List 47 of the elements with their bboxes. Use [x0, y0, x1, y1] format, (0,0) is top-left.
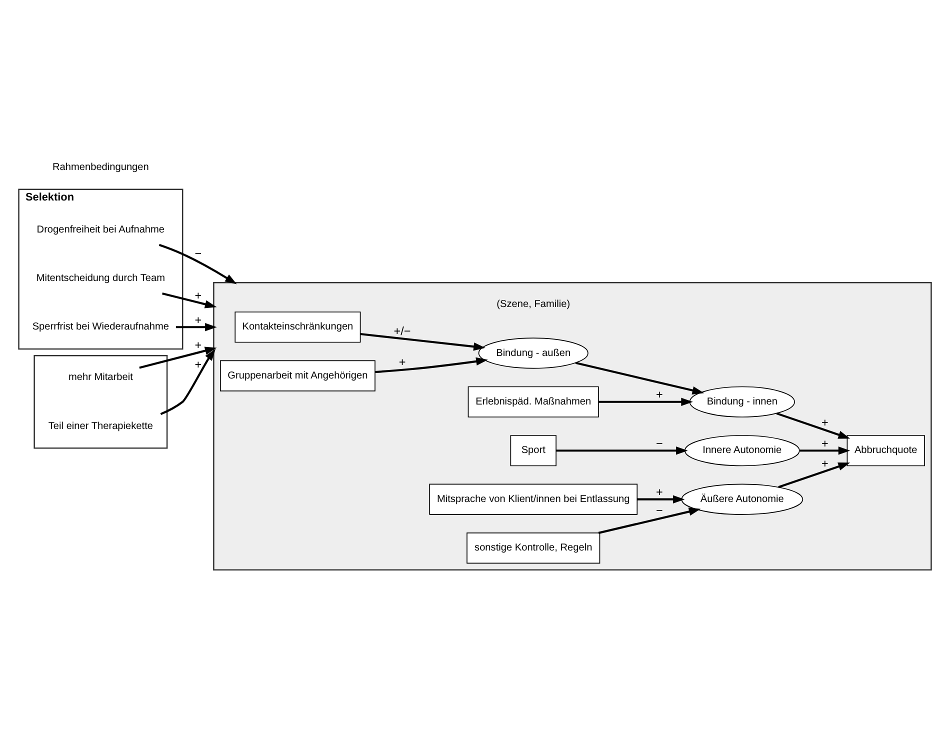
edge-label: + [194, 339, 202, 352]
edge-label: + [822, 437, 828, 450]
node-box: Mitsprache von Klient/innen bei Entlassung [429, 484, 638, 515]
node-ellipse: Innere Autonomie [684, 435, 800, 466]
arrow [139, 346, 217, 369]
edge-label: +/− [394, 324, 411, 338]
node-box: sonstige Kontrolle, Regeln [466, 532, 600, 564]
edge-label: − [656, 437, 663, 450]
node-box: Gruppenarbeit mit Angehörigen [220, 360, 376, 392]
edge-label: + [656, 486, 663, 500]
arrow [575, 362, 704, 394]
edge-label: + [822, 416, 828, 430]
cluster [34, 355, 168, 449]
arrow [160, 348, 216, 416]
node-ellipse: Bindung - außen [478, 338, 588, 369]
node-box: Sport [510, 435, 556, 466]
node-text: Teil einer Therapiekette [48, 420, 153, 432]
arrow [162, 292, 217, 308]
arrow [598, 508, 701, 534]
arrow [778, 462, 850, 488]
arrow [776, 412, 850, 439]
node-box: Kontakteinschränkungen [234, 312, 361, 343]
arrow [375, 357, 488, 374]
arrow [800, 446, 850, 455]
edge-label: + [194, 314, 202, 327]
arrow [556, 446, 688, 455]
node-label: (Szene, Familie) [496, 299, 570, 310]
arrow [637, 495, 685, 504]
arrow [158, 244, 237, 284]
edge-label: + [398, 356, 406, 369]
edge-label: − [656, 504, 663, 518]
arrow [176, 322, 217, 332]
edge-label: + [194, 358, 202, 372]
edge-label: + [656, 388, 663, 402]
label: Rahmenbedingungen [52, 162, 149, 174]
arrow [598, 398, 693, 406]
node-text: Drogenfreiheit bei Aufnahme [36, 224, 165, 236]
node-text: Sperrfrist bei Wiederaufnahme [32, 322, 170, 333]
node-text: Mitentscheidung durch Team [36, 272, 166, 284]
edge-label: − [194, 248, 202, 261]
node-box: Abbruchquote [846, 435, 925, 466]
arrow [360, 332, 486, 351]
node-box: Erlebnispäd. Maßnahmen [468, 386, 599, 418]
edge-label: + [822, 458, 828, 471]
cluster [213, 282, 932, 571]
node-text: mehr Mitarbeit [68, 372, 133, 384]
edge-label: + [194, 290, 202, 303]
